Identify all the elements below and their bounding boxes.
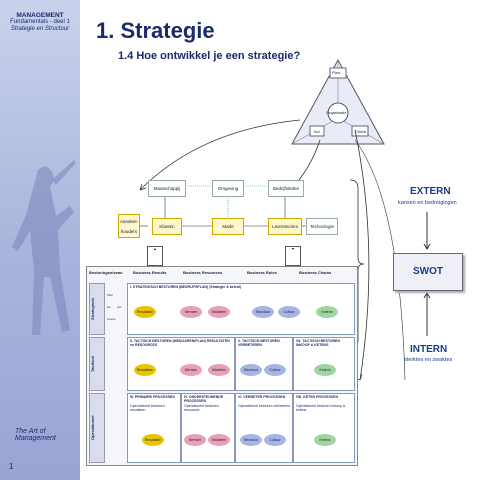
node-omgeving: Omgeving (212, 180, 244, 197)
cell-operationeel-c-sub: Operationeel besturen verbeteren (238, 404, 291, 408)
extern-subtitle: kansen en bedreigingen (398, 200, 457, 206)
oval-ketens: Ketens (314, 364, 336, 376)
sidebar: MANAGEMENT Fundamentals - deel 1 Strateg… (0, 0, 80, 480)
sidebar-header: MANAGEMENT Fundamentals - deel 1 Strateg… (0, 12, 80, 33)
cell-strategisch-title: I. STRATEGISCH BESTUREN (BEDRIJFSPLAN) (… (130, 285, 241, 289)
cell-operationeel-d-title: VIII. KETEN PROCESSEN (296, 395, 339, 399)
oval-structuur: Structuur (240, 434, 262, 446)
cell-operationeel-c-title: VI. VERBETER PROCESSEN (238, 395, 286, 399)
node-maatschappij: Maatschappij (148, 180, 186, 197)
sidebar-course-topic: Strategie en Structuur (10, 26, 70, 32)
matrix-col-business-chains: Business Chains (299, 270, 332, 275)
oval-structuur: Structuur (252, 306, 274, 318)
down-arrow-box: ▼ (285, 246, 301, 266)
cell-tactisch-c: VII. TACTISCH BESTUREN INKOOP & KETENS K… (293, 337, 355, 391)
logo: The Art of Management (15, 428, 56, 442)
node-aandeelhouders: Aandeel-houders (118, 214, 140, 238)
oval-middelen: Middelen (208, 434, 230, 446)
oval-cultuur: Cultuur (264, 434, 286, 446)
node-bedrijfsleden: Bedrijfsleden (268, 180, 304, 197)
pyramid-plan-label: Plan (332, 70, 341, 75)
matrix-col-business-results: Business Results (133, 270, 167, 275)
extern-title: EXTERN (410, 186, 451, 197)
oval-mensen: Mensen (180, 364, 202, 376)
cell-tactisch-b: V. TACTISCH BESTUREN VERBETEREN Structuu… (235, 337, 293, 391)
cell-tactisch-c-title: VII. TACTISCH BESTUREN INKOOP & KETENS (296, 339, 340, 347)
matrix-col-business-resources: Business Resources (183, 270, 223, 275)
cell-operationeel-c: VI. VERBETER PROCESSEN Operationeel best… (235, 393, 293, 463)
oval-ketens: Ketens (316, 306, 338, 318)
climber-silhouette-image (12, 160, 76, 335)
oval-middelen: Middelen (208, 364, 230, 376)
oval-resultaten: Resultaten (134, 306, 156, 318)
page-title: 1. Strategie (96, 18, 215, 43)
cell-operationeel-b: IV. ONDERSTEUNENDE PROCESSEN Operationee… (181, 393, 235, 463)
pdca-pyramid-diagram (291, 58, 385, 145)
pdca-act-label: Act (117, 305, 122, 309)
cell-operationeel-d-sub: Operationeel besturen inkoop & ketens (296, 404, 346, 412)
cell-operationeel-a-sub: Operationeel besturen resultaten (130, 404, 165, 412)
sidebar-course-title: MANAGEMENT (16, 12, 64, 19)
cell-tactisch-b-title: V. TACTISCH BESTUREN VERBETEREN (238, 339, 280, 347)
pyramid-check-label: Check (355, 129, 367, 134)
cell-operationeel-a-title: III. PRIMAIRE PROCESSEN (130, 395, 175, 399)
row-label-operationeel: Operationeel (89, 393, 105, 463)
pdca-check-label: Check (107, 317, 116, 321)
node-leveranciers: Leveranciers (268, 218, 302, 235)
pyramid-act-label: Act (314, 129, 320, 134)
oval-cultuur: Cultuur (278, 306, 300, 318)
page-subtitle: 1.4 Hoe ontwikkel je een strategie? (118, 50, 301, 62)
cell-operationeel-a: III. PRIMAIRE PROCESSEN Operationeel bes… (127, 393, 181, 463)
oval-cultuur: Cultuur (264, 364, 286, 376)
oval-structuur: Structuur (240, 364, 262, 376)
cell-operationeel-b-sub: Operationeel besturen resources (184, 404, 219, 412)
oval-ketens: Ketens (314, 434, 336, 446)
oval-resultaten: Resultaten (134, 364, 156, 376)
node-markt: Markt (212, 218, 244, 235)
node-technologie: Technologie (306, 218, 338, 235)
pdca-plan-label: Plan (107, 293, 114, 297)
intern-subtitle: sterktes en zwaktes (404, 357, 453, 363)
pdca-do-label: Do (107, 305, 111, 309)
cell-strategisch: I. STRATEGISCH BESTUREN (BEDRIJFSPLAN) (… (127, 283, 355, 335)
oval-middelen: Middelen (208, 306, 230, 318)
cell-operationeel-b-title: IV. ONDERSTEUNENDE PROCESSEN (184, 395, 224, 403)
matrix-col-business-rules: Business Rules (247, 270, 277, 275)
management-matrix: Besturingsniveau Business Results Busine… (86, 266, 358, 466)
oval-resultaten: Resultaten (142, 434, 164, 446)
pyramid-organisatie-label: Organisatie (326, 110, 347, 115)
swot-box: SWOT (393, 253, 463, 291)
up-arrow-box: ▲ (147, 246, 163, 266)
oval-mensen: Mensen (184, 434, 206, 446)
cell-tactisch-a-title: II. TACTISCH BESTUREN (MEDIJAREN/PLAN) R… (130, 339, 230, 347)
matrix-col-besturingsniveau: Besturingsniveau (89, 270, 123, 275)
cell-operationeel-d: VIII. KETEN PROCESSEN Operationeel bestu… (293, 393, 355, 463)
row-label-tactisch: Tactisch (89, 337, 105, 391)
sidebar-course-part: Fundamentals - deel 1 (10, 19, 70, 25)
oval-mensen: Mensen (180, 306, 202, 318)
cell-tactisch-a: II. TACTISCH BESTUREN (MEDIJAREN/PLAN) R… (127, 337, 235, 391)
row-label-strategisch: Strategisch (89, 283, 105, 335)
intern-title: INTERN (410, 344, 448, 355)
node-klanten: Klanten (152, 218, 182, 235)
page-number: 1 (9, 462, 14, 471)
